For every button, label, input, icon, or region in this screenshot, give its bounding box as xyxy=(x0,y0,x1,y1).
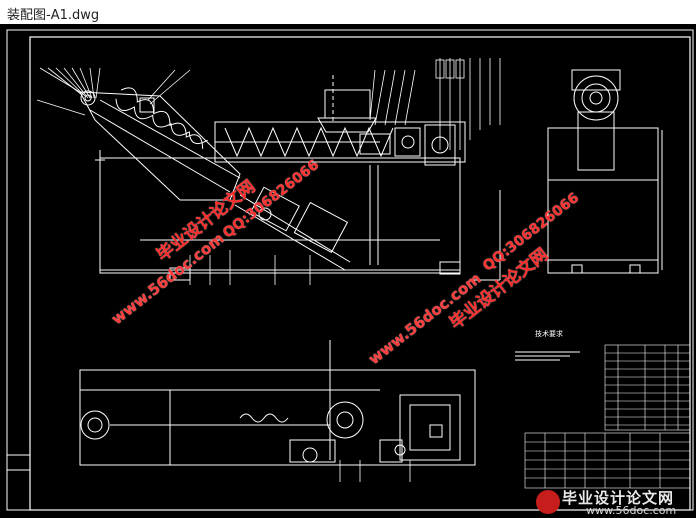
horizontal-screw-conveyor xyxy=(214,89,466,166)
window-title: 装配图-A1.dwg xyxy=(7,8,100,23)
callout-leaders-bottom xyxy=(189,250,411,482)
plan-view xyxy=(79,340,476,466)
parts-list-table xyxy=(604,344,691,431)
logo-cn-text: 毕业设计论文网 xyxy=(562,489,675,507)
tech-requirements-title: 技术要求 xyxy=(535,330,563,338)
title-block-table xyxy=(524,432,691,489)
side-view xyxy=(547,69,663,274)
balloon-leaders-top-right xyxy=(369,58,501,150)
machine-frame xyxy=(99,75,501,281)
cad-drawing-canvas[interactable]: 毕业设计论文网 www.56doc.com QQ:306826066 www.5… xyxy=(0,24,696,518)
tech-requirements-lines xyxy=(515,351,580,361)
window-titlebar: 装配图-A1.dwg xyxy=(0,0,696,25)
sheet-border-inner xyxy=(29,36,691,511)
site-logo: 毕业设计论文网 www.56doc.com xyxy=(528,487,696,518)
motor-gear-unit xyxy=(234,186,351,271)
logo-en-text: www.56doc.com xyxy=(586,504,677,517)
cad-drawing xyxy=(6,29,694,511)
inclined-screw-conveyor xyxy=(79,87,241,201)
logo-mark-icon xyxy=(536,490,560,514)
